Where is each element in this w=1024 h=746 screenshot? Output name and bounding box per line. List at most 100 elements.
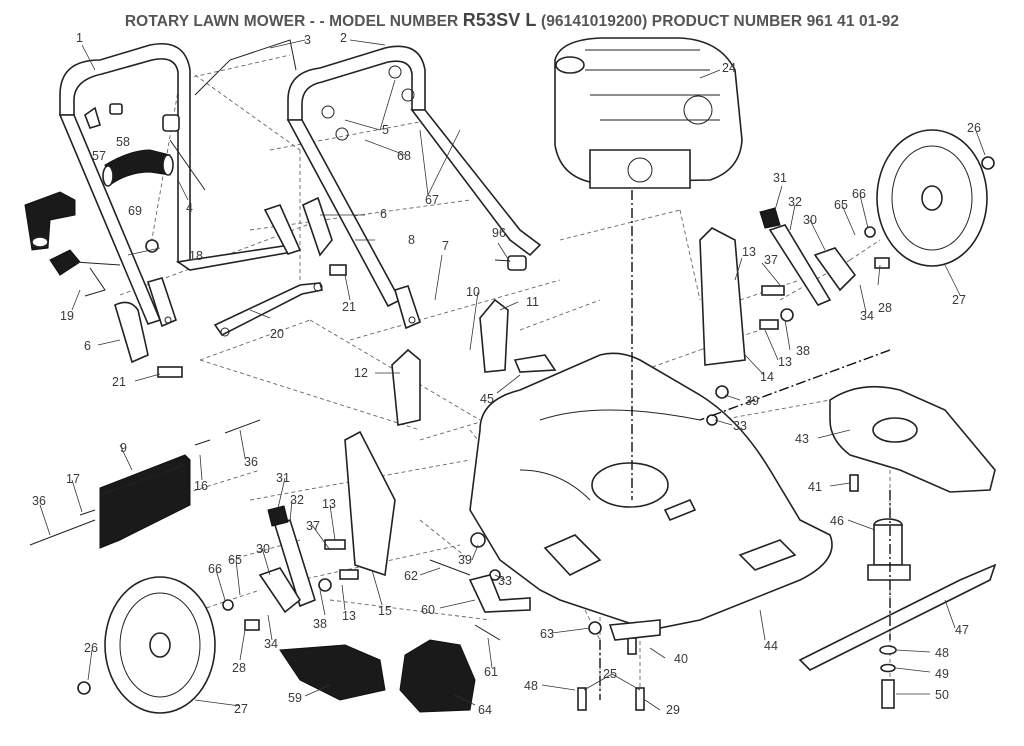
callout-57: 57 [92, 149, 106, 163]
page-title: ROTARY LAWN MOWER - - MODEL NUMBER R53SV… [0, 10, 1024, 31]
callout-38-b: 38 [313, 617, 327, 631]
callout-41: 41 [808, 480, 822, 494]
callout-66-b: 66 [208, 562, 222, 576]
callout-34-a: 34 [860, 309, 874, 323]
callout-29: 29 [666, 703, 680, 717]
mower-deck [469, 352, 833, 631]
side-covers [114, 196, 333, 364]
callout-31-a: 31 [773, 171, 787, 185]
callout-15: 15 [378, 604, 392, 618]
mounting-plates [391, 298, 557, 426]
callout-36-a: 36 [244, 455, 258, 469]
callout-11: 11 [526, 295, 539, 309]
callout-25: 25 [603, 667, 617, 681]
callout-63: 63 [540, 627, 554, 641]
callout-27-b: 27 [234, 702, 248, 716]
part-callouts: 1 2 3 4 5 6 6 7 8 9 10 11 12 13 13 13 13… [32, 31, 981, 717]
callout-65-a: 65 [834, 198, 848, 212]
title-prefix: ROTARY LAWN MOWER - - MODEL NUMBER [124, 13, 459, 30]
callout-9: 9 [120, 441, 127, 455]
upper-handle-right [286, 45, 542, 330]
callout-31-b: 31 [276, 471, 290, 485]
callout-13-c: 13 [322, 497, 336, 511]
callout-48-a: 48 [935, 646, 949, 660]
callout-50: 50 [935, 688, 949, 702]
callout-30-a: 30 [803, 213, 817, 227]
callout-32-b: 32 [290, 493, 304, 507]
callout-48-b: 48 [524, 679, 538, 693]
height-levers [258, 207, 857, 614]
callout-49: 49 [935, 667, 949, 681]
callout-30-b: 30 [256, 542, 270, 556]
callout-5: 5 [382, 123, 389, 137]
callout-39-b: 39 [458, 553, 472, 567]
leader-lines [39, 39, 986, 711]
front-wheel [104, 576, 216, 714]
callout-40: 40 [674, 652, 688, 666]
callout-60: 60 [421, 603, 435, 617]
callout-13-b: 13 [778, 355, 792, 369]
callout-20: 20 [270, 327, 284, 341]
callout-21-b: 21 [112, 375, 126, 389]
callout-44: 44 [764, 639, 778, 653]
callout-4: 4 [186, 201, 193, 215]
callout-8: 8 [408, 233, 415, 247]
title-model: R53SV L [462, 10, 537, 30]
callout-34-b: 34 [264, 637, 278, 651]
callout-32-a: 32 [788, 195, 802, 209]
callout-36-b: 36 [32, 494, 46, 508]
handle-grips [24, 149, 174, 251]
callout-37-a: 37 [764, 253, 778, 267]
handle-knob [49, 103, 159, 297]
wheel-brackets [344, 227, 746, 577]
engine [554, 37, 743, 189]
callout-66-a: 66 [852, 187, 866, 201]
callout-47: 47 [955, 623, 969, 637]
rear-flap [29, 419, 261, 549]
callout-13-d: 13 [342, 609, 356, 623]
callout-38-a: 38 [796, 344, 810, 358]
callout-37-b: 37 [306, 519, 320, 533]
callout-7: 7 [442, 239, 449, 253]
callout-26-a: 26 [967, 121, 981, 135]
callout-24: 24 [722, 61, 736, 75]
callout-6-bottom: 6 [84, 339, 91, 353]
callout-64: 64 [478, 703, 492, 717]
callout-21-a: 21 [342, 300, 356, 314]
callout-2: 2 [340, 31, 347, 45]
callout-39-a: 39 [745, 394, 759, 408]
callout-62: 62 [404, 569, 418, 583]
callout-28-b: 28 [232, 661, 246, 675]
control-rod [162, 39, 297, 191]
callout-61: 61 [484, 665, 498, 679]
title-suffix: (96141019200) PRODUCT NUMBER 961 41 01-9… [540, 13, 900, 30]
callout-13-a: 13 [742, 245, 756, 259]
callout-1: 1 [76, 31, 83, 45]
callout-67: 67 [425, 193, 439, 207]
callout-14: 14 [760, 370, 774, 384]
callout-96: 96 [492, 226, 506, 240]
callout-17: 17 [66, 472, 80, 486]
callout-46: 46 [830, 514, 844, 528]
callout-16: 16 [194, 479, 208, 493]
callout-26-b: 26 [84, 641, 98, 655]
callout-28-a: 28 [878, 301, 892, 315]
discharge-guards [279, 639, 476, 713]
callout-69: 69 [128, 204, 142, 218]
callout-10: 10 [466, 285, 480, 299]
callout-12: 12 [354, 366, 368, 380]
upper-handle-left [58, 43, 302, 328]
callout-18: 18 [189, 249, 203, 263]
callout-58: 58 [116, 135, 130, 149]
axis-lines [599, 190, 891, 700]
rear-wheel [876, 129, 988, 267]
callout-6-top: 6 [380, 207, 387, 221]
link-rod [157, 264, 347, 378]
blade-assembly [798, 385, 997, 709]
callout-68: 68 [397, 149, 411, 163]
callout-19: 19 [60, 309, 74, 323]
callout-27-a: 27 [952, 293, 966, 307]
callout-3: 3 [304, 33, 311, 47]
callout-33-a: 33 [733, 419, 747, 433]
